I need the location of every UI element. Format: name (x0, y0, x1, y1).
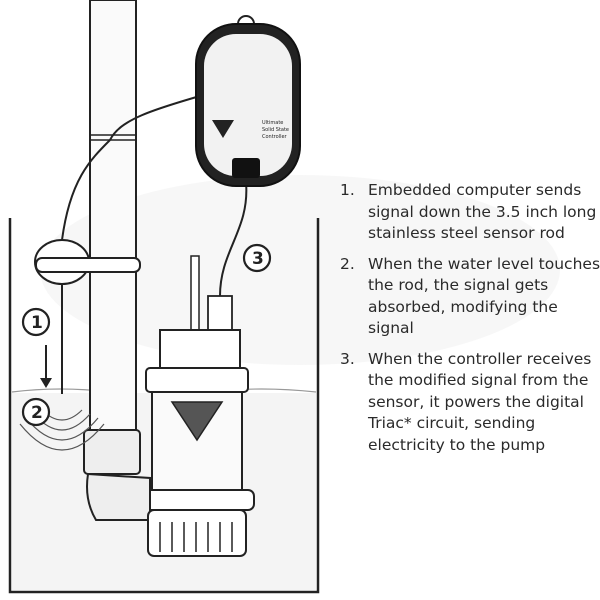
callout-3: 3 (242, 243, 272, 273)
step-1-number: 1. (340, 181, 355, 199)
controller-unit: Ultimate Solid State Controller (195, 15, 301, 187)
step-1-text: Embedded computer sends signal down the … (368, 181, 597, 242)
steps-list: 1. Embedded computer sends signal down t… (340, 180, 600, 465)
sensor-rod (190, 255, 233, 337)
step-2-text: When the water level touches the rod, th… (368, 254, 600, 338)
svg-text:3: 3 (252, 249, 264, 269)
step-3-number: 3. (340, 349, 355, 368)
sump-basin (8, 218, 320, 594)
float-switch (34, 139, 141, 394)
discharge-pipe (83, 0, 141, 475)
controller-cable (109, 91, 248, 297)
step-3: 3. When the controller receives the modi… (340, 349, 600, 457)
watermark-logo (40, 175, 560, 365)
step-2-number: 2. (340, 254, 355, 273)
down-arrow (40, 345, 52, 388)
controller-label-2: Solid State (262, 127, 289, 133)
step-2: 2. When the water level touches the rod,… (340, 254, 600, 340)
svg-text:2: 2 (31, 403, 43, 423)
controller-label-3: Controller (262, 134, 288, 140)
svg-text:1: 1 (31, 313, 43, 333)
step-1: 1. Embedded computer sends signal down t… (340, 180, 600, 245)
callout-2: 2 (21, 397, 51, 427)
step-3-text: When the controller receives the modifie… (368, 349, 592, 454)
sump-pump (86, 329, 255, 557)
controller-label-1: Ultimate (262, 120, 283, 126)
callout-1: 1 (21, 307, 51, 337)
